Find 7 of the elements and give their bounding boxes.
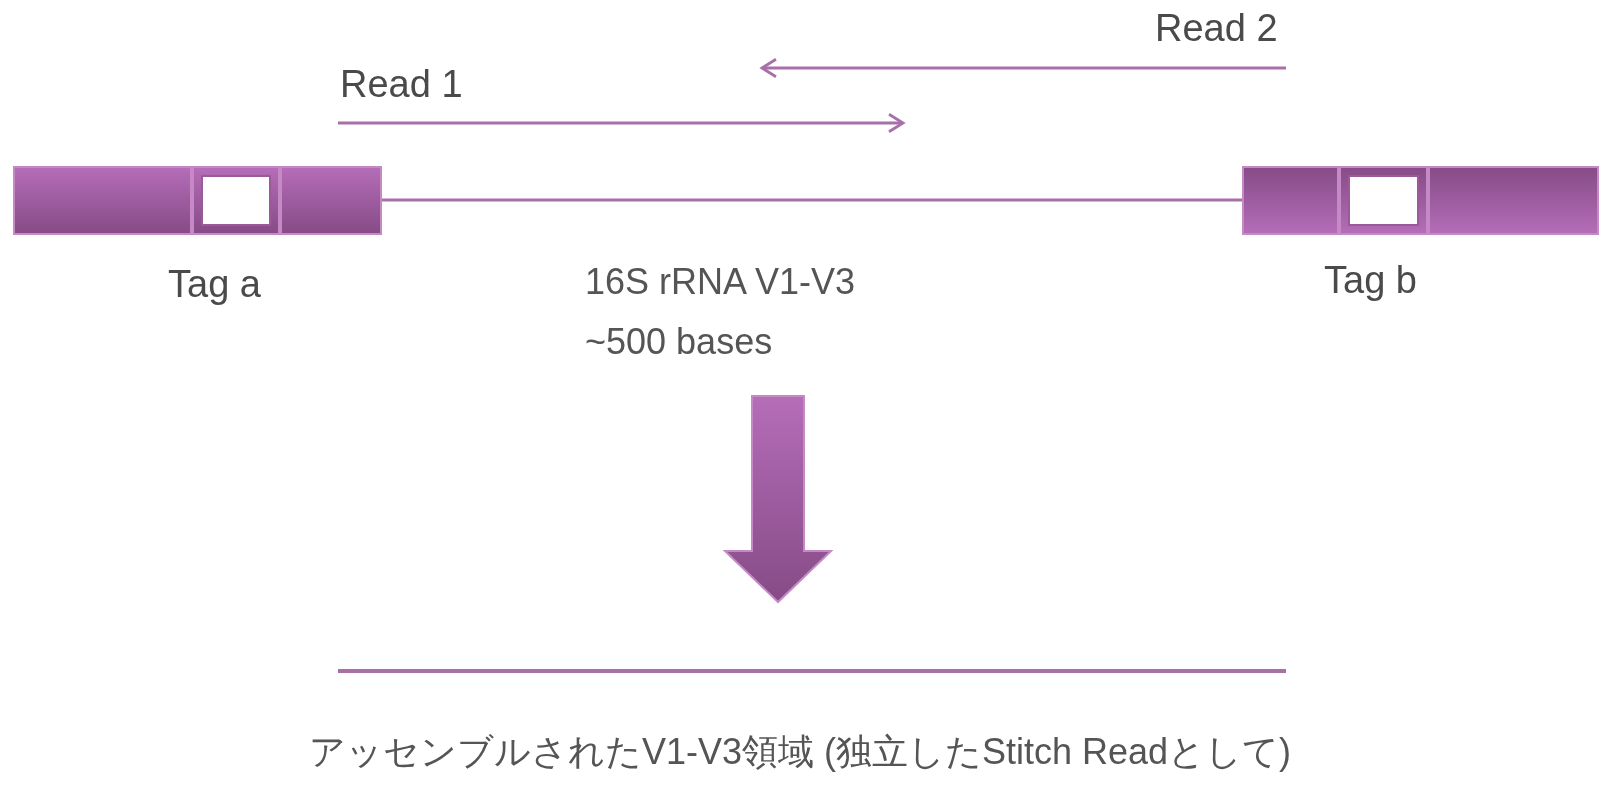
tag-label: Tag a: [168, 262, 261, 307]
amplicon-label: 16S rRNA V1-V3 ~500 bases: [585, 260, 857, 364]
caption-text: アッセンブルされたV1-V3領域 (独立したStitch Readとして): [307, 730, 1293, 774]
read-label: Read 2: [1155, 6, 1278, 51]
block-arrow: [722, 395, 834, 604]
read-label: Read 1: [340, 62, 463, 107]
tag-label: Tag b: [1324, 258, 1417, 303]
